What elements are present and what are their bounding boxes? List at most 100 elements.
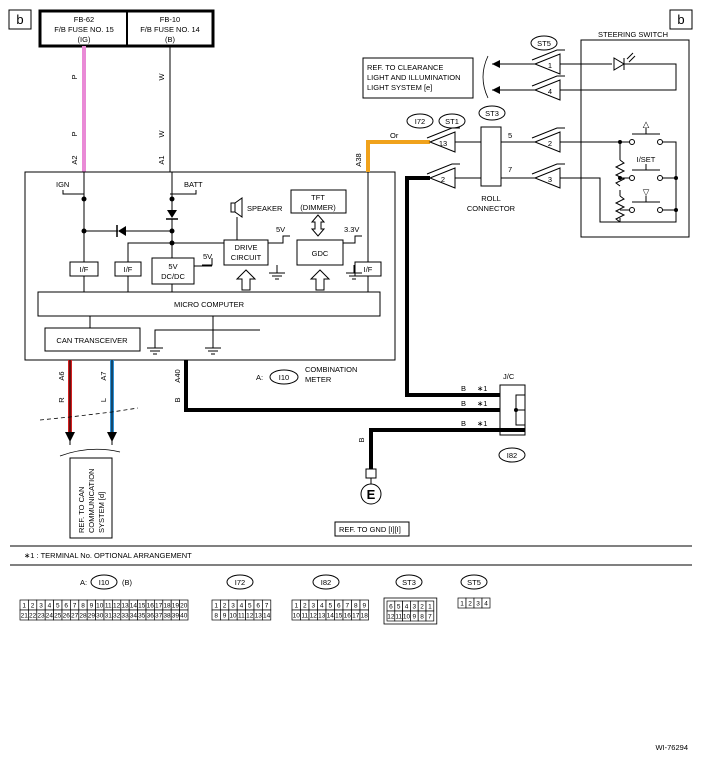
meter-conn-label: I10 [279,373,289,382]
legend-st3-pin: 2 [420,604,424,611]
wire-label-l: L [99,398,108,402]
pin-a7: A7 [99,371,108,380]
legend-i72-pin: 14 [263,613,271,620]
legend-st3-name: ST3 [402,578,416,587]
st3-pin-5: 5 [508,131,512,140]
legend-st3-pin: 5 [397,604,401,611]
switch-down-label: ▽ [643,187,650,197]
legend-i72-pin: 6 [256,603,260,610]
switch-iset-label: I/SET [637,155,656,164]
fuse-right-line1: F/B FUSE NO. 14 [140,25,200,34]
conn-i72-oval [406,113,434,129]
legend-st3-pin: 9 [412,614,416,621]
legend-i10-pin: 27 [71,613,79,620]
legend-i10-pin: 15 [138,603,146,610]
legend-i82-pin: 1 [294,603,298,610]
legend-i10-pin: 7 [73,603,77,610]
pin-a6: A6 [57,371,66,380]
ground-icon [360,483,382,505]
legend-i10-prefix: A: [80,578,87,587]
up-arrow-icon [235,269,257,291]
resistor-2-icon [614,195,626,223]
legend-i10-pin: 26 [63,613,71,620]
switch-up: △ [620,119,663,145]
conn-i82-oval [498,447,526,463]
steering-switch-title: STEERING SWITCH [598,30,668,39]
label-batt: BATT [184,180,203,189]
legend-i10-pin: 19 [172,603,180,610]
legend-st3-pin: 12 [387,614,395,621]
legend-i10-pin: 35 [138,613,146,620]
fuse-left-id: FB-62 [74,15,94,24]
corner-tag-left [8,9,32,30]
wire-black-gnd [369,428,525,474]
legend-st5-pin: 1 [460,601,464,608]
wire-black-st1 [405,176,525,397]
pin-a38: A38 [354,153,363,166]
legend-st5-name: ST5 [467,578,481,587]
can-transceiver-block [44,327,141,352]
legend-i10-pin: 13 [121,603,129,610]
conn-st5-oval [530,35,558,51]
ref-can-line-2: COMMUNICATION [87,469,96,533]
wire-label-r: R [57,397,66,403]
if-block-3-label: I/F [364,265,373,274]
arrow-left-icon [492,60,500,68]
speaker-icon [230,202,236,213]
conn-st1-label: ST1 [445,117,459,126]
roll-label-2: CONNECTOR [467,204,516,213]
legend-i82-pin: 8 [354,603,358,610]
ref-gnd-box [334,521,410,537]
legend-i10-name: I10 [99,578,109,587]
ref-clearance-box [362,57,474,99]
legend-i10-cell [179,609,189,621]
switch-down: ▽ [620,187,663,213]
drive-label-1: DRIVE [235,243,258,252]
legend-i82-pin: 3 [311,603,315,610]
legend-i82-pin: 16 [344,613,352,620]
conn-i72-label: I72 [415,117,425,126]
legend-i72-name: I72 [235,578,245,587]
legend-i72-pin: 8 [214,613,218,620]
legend-i10-pin: 25 [54,613,62,620]
legend-i10-pin: 11 [105,603,112,610]
legend-i82-pin: 18 [361,613,369,620]
label-3v3: 3.3V [344,225,359,234]
jc-wire-b-2: B [461,399,466,408]
micro-computer-label: MICRO COMPUTER [174,300,245,309]
legend-i72-pin: 4 [240,603,244,610]
legend-st3-pin: 4 [405,604,409,611]
ref-clearance-line-3: LIGHT SYSTEM [e] [367,83,432,92]
jc-wire-b-1: B [461,384,466,393]
legend-i10-pin: 12 [113,603,121,610]
legend-i10-pin: 6 [64,603,68,610]
ref-clearance-line-2: LIGHT AND ILLUMINATION [367,73,461,82]
conn-st3-oval [478,105,506,121]
ref-gnd-label: REF. TO GND [I][I] [339,525,401,534]
legend-i10-pin: 14 [130,603,138,610]
terminal-2-label: 2 [441,175,445,184]
legend-i82-pin: 9 [362,603,366,610]
legend-i72-pin: 5 [248,603,252,610]
wire-label-or: Or [390,131,399,140]
legend-i82-pin: 12 [310,613,318,620]
legend-i10-pin: 33 [121,613,129,620]
fuse-right-line2: (B) [165,35,176,44]
st5-terminal-4-label: 4 [548,87,552,96]
gdc-block [296,239,344,266]
dcdc-block [151,257,195,285]
terminal-note: ∗1 : TERMINAL No. OPTIONAL ARRANGEMENT [24,551,192,560]
wire-label-p1: P [70,74,79,79]
ref-can-line-3: SYSTEM [d] [97,492,106,533]
legend-i10-pin: 29 [88,613,96,620]
legend-i72-pin: 9 [223,613,227,620]
corner-tag-left-label: b [16,12,23,27]
legend-i10-pin: 23 [37,613,45,620]
legend-i82-pin: 11 [301,613,308,620]
gdc-label: GDC [312,249,329,258]
st5-terminal-1-label: 1 [548,61,552,70]
jc-wire-b-3: B [461,419,466,428]
